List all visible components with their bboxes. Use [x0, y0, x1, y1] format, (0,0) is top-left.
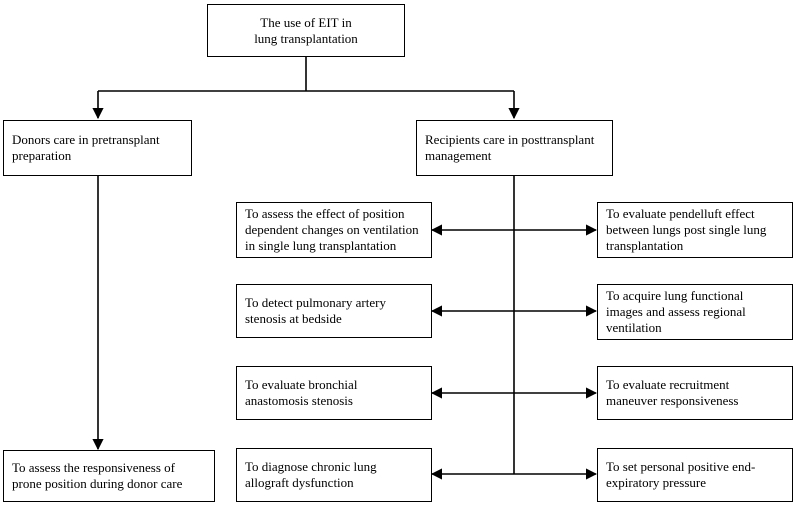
recipient-left-label-2: To detect pulmonary artery stenosis at b… [245, 295, 386, 326]
recipients-node-label: Recipients care in posttransplant manage… [425, 132, 595, 163]
donors-node-label: Donors care in pretransplant preparation [12, 132, 160, 163]
donors-node: Donors care in pretransplant preparation [3, 120, 192, 176]
recipient-left-node-1: To assess the effect of position depende… [236, 202, 432, 258]
recipient-left-label-4: To diagnose chronic lung allograft dysfu… [245, 459, 377, 490]
recipient-right-node-1: To evaluate pendelluft effect between lu… [597, 202, 793, 258]
root-node: The use of EIT in lung transplantation [207, 4, 405, 57]
recipient-left-label-1: To assess the effect of position depende… [245, 206, 419, 253]
recipient-right-node-3: To evaluate recruitment maneuver respons… [597, 366, 793, 420]
recipient-right-label-4: To set personal positive end- expiratory… [606, 459, 756, 490]
recipient-left-node-2: To detect pulmonary artery stenosis at b… [236, 284, 432, 338]
donor-leaf-label: To assess the responsiveness of prone po… [12, 460, 183, 491]
recipient-left-node-3: To evaluate bronchial anastomosis stenos… [236, 366, 432, 420]
recipient-left-node-4: To diagnose chronic lung allograft dysfu… [236, 448, 432, 502]
recipient-right-node-2: To acquire lung functional images and as… [597, 284, 793, 340]
recipient-right-label-3: To evaluate recruitment maneuver respons… [606, 377, 739, 408]
recipient-left-label-3: To evaluate bronchial anastomosis stenos… [245, 377, 358, 408]
recipient-right-node-4: To set personal positive end- expiratory… [597, 448, 793, 502]
recipient-right-label-1: To evaluate pendelluft effect between lu… [606, 206, 767, 253]
donor-leaf-node: To assess the responsiveness of prone po… [3, 450, 215, 502]
root-node-label: The use of EIT in lung transplantation [254, 14, 358, 46]
recipient-right-label-2: To acquire lung functional images and as… [606, 288, 746, 335]
recipients-node: Recipients care in posttransplant manage… [416, 120, 613, 176]
